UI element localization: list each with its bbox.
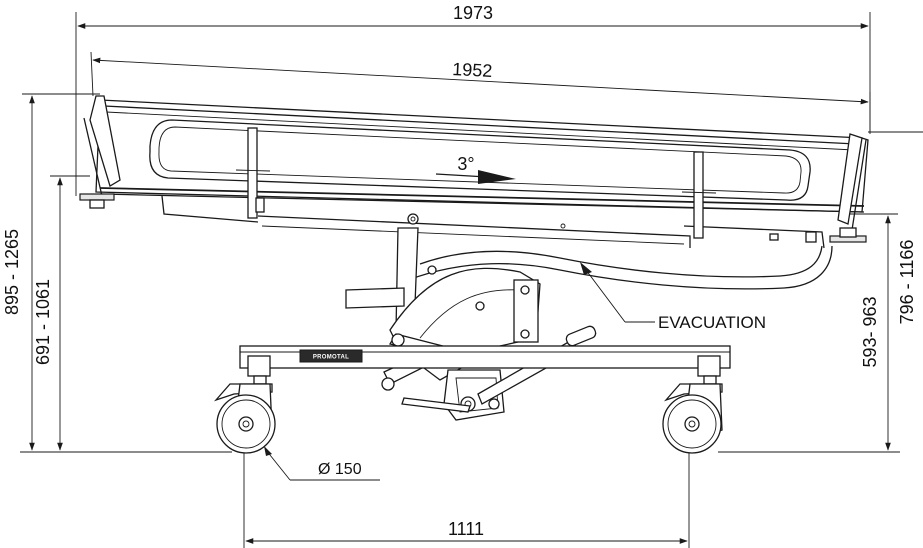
dimension-left-inner: 691 - 1061: [33, 175, 90, 451]
dimension-left-outer: 895 - 1265: [2, 93, 100, 451]
wheel-diameter-arrow-icon: [264, 446, 272, 456]
tray-length-value: 1952: [452, 59, 493, 81]
left-caster-wheel: [213, 355, 276, 454]
tilt-arrow-icon: [478, 170, 516, 184]
wheel-diameter-callout: Ø 150: [264, 446, 380, 481]
height-left-inner-value: 691 - 1061: [33, 279, 53, 365]
brand-logo-text: PROMOTAL: [313, 355, 349, 361]
tilt-angle-value: 3°: [457, 154, 474, 174]
dimension-tray-length: 1952: [90, 51, 871, 134]
right-caster-wheel: [662, 355, 723, 454]
lift-mechanism: [345, 227, 597, 421]
stretcher-tray: [79, 95, 869, 249]
evacuation-label: EVACUATION: [658, 313, 766, 332]
dimension-wheelbase: 1111: [243, 432, 690, 548]
tilt-indicator: 3°: [435, 154, 516, 184]
evacuation-arrow-icon: [580, 262, 592, 275]
dimension-overall-length: 1973: [75, 3, 871, 196]
overall-length-value: 1973: [453, 3, 493, 23]
dimension-right-outer: 796 - 1166: [868, 131, 923, 325]
brand-logo: PROMOTAL: [299, 349, 363, 363]
drain-hose: EVACUATION: [407, 245, 833, 332]
height-right-inner-value: 593- 963: [860, 296, 880, 367]
height-right-outer-value: 796 - 1166: [897, 240, 917, 325]
wheel-diameter-value: Ø 150: [318, 461, 362, 478]
wheelbase-value: 1111: [448, 519, 484, 539]
dimension-right-inner: 593- 963: [848, 213, 898, 451]
height-left-outer-value: 895 - 1265: [2, 229, 22, 315]
base-frame: PROMOTAL: [239, 345, 731, 369]
